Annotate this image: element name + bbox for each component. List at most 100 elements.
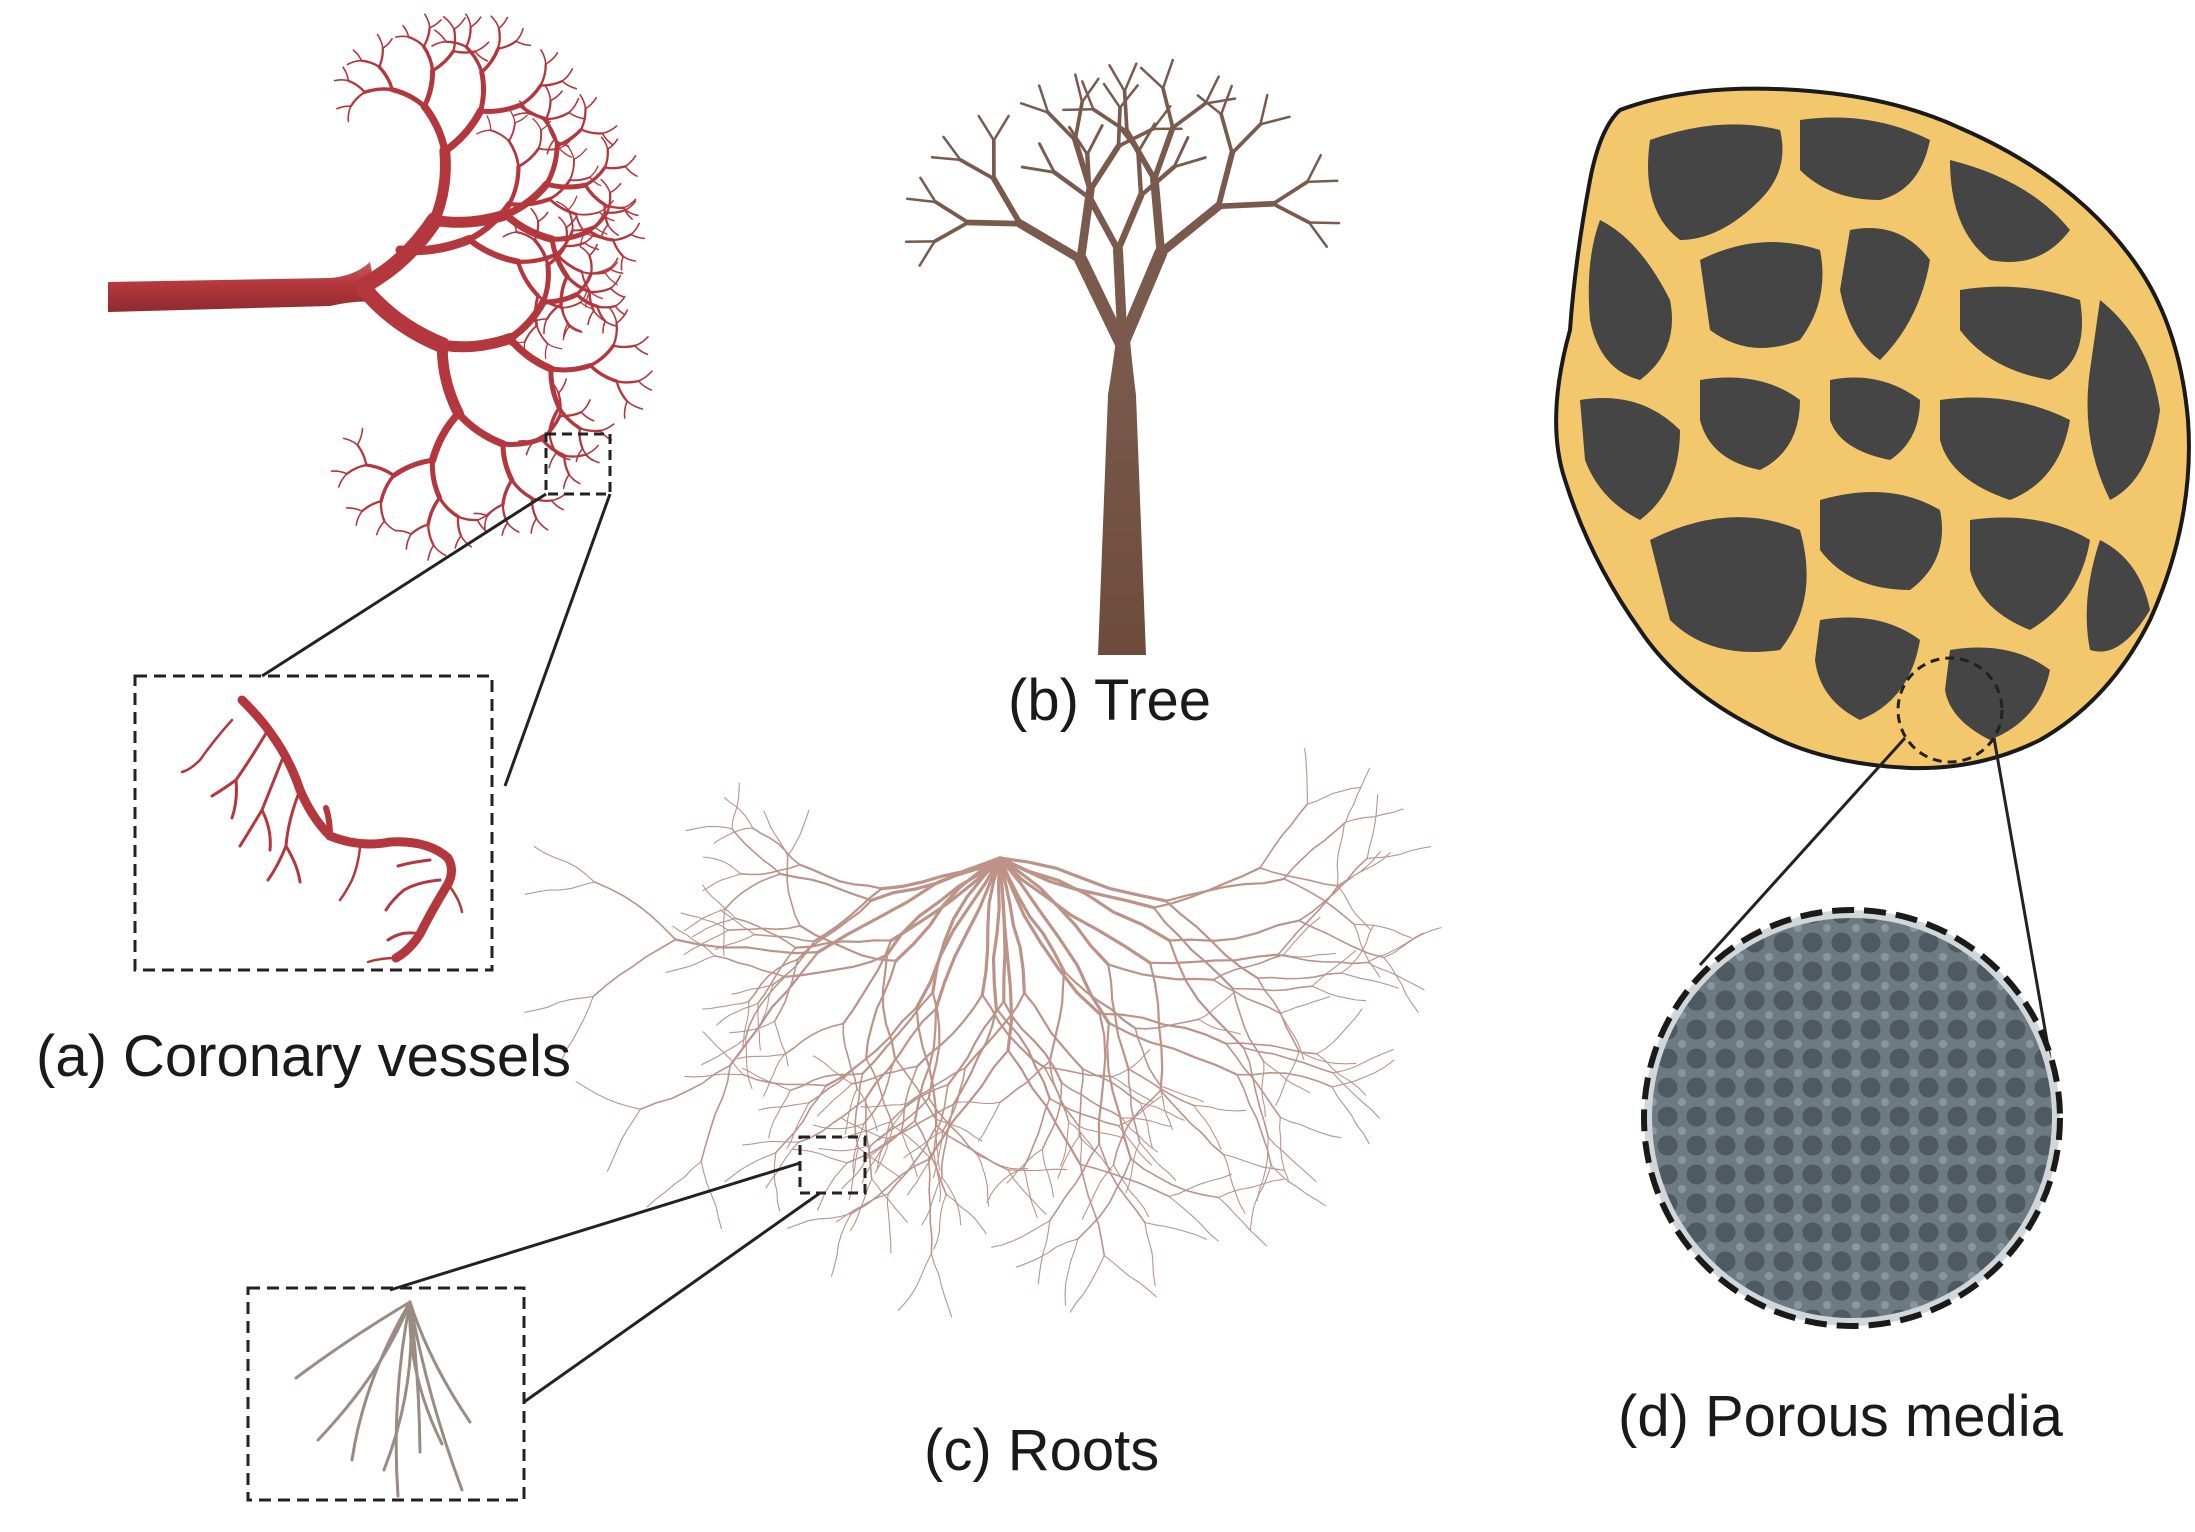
vessel-branch: [609, 307, 618, 324]
vessel-branch: [345, 463, 368, 475]
root-strand: [701, 1037, 747, 1066]
vessel-branch: [614, 305, 626, 316]
root-strand: [737, 1053, 786, 1060]
vessel-branch: [523, 324, 538, 344]
vessel-branch: [389, 87, 427, 109]
root-strand: [765, 1141, 800, 1189]
vessel-branch: [530, 497, 538, 520]
root-strand: [927, 1049, 1010, 1161]
root-strand: [940, 1103, 955, 1179]
root-strand: [1048, 1097, 1120, 1127]
root-strand: [1007, 1169, 1047, 1215]
vessel-branch: [537, 147, 561, 151]
tree-branch: [1196, 94, 1223, 116]
root-strand: [998, 856, 1026, 995]
vessel-branch: [507, 121, 516, 142]
vessel-branch: [342, 437, 359, 446]
vessel-branch: [593, 225, 608, 235]
root-strand: [742, 1067, 791, 1091]
tree-branch: [905, 197, 937, 204]
vessel-branch: [506, 522, 520, 533]
vessel-branch: [363, 87, 394, 94]
porous-grain: [1950, 160, 2070, 262]
vessel-branch: [543, 318, 548, 335]
root-strand: [1041, 1081, 1063, 1150]
vessel-branch: [430, 49, 456, 73]
root-strand: [1144, 1221, 1156, 1287]
vessel-branch: [509, 341, 526, 346]
vessel-branch: [548, 363, 593, 373]
root-strand: [1243, 1047, 1270, 1138]
vessel-branch: [584, 444, 600, 456]
vessel-branch: [530, 497, 553, 502]
vessel-branch: [601, 132, 614, 146]
root-strand: [1168, 1173, 1232, 1198]
vessel-branch: [602, 320, 607, 334]
vessel-branch: [514, 114, 528, 124]
root-strand: [742, 1073, 828, 1087]
root-strand: [1256, 972, 1343, 980]
vessel-branch: [378, 47, 384, 68]
root-strand: [702, 1001, 750, 1010]
root-strand: [1336, 850, 1382, 887]
tree-branch: [1086, 194, 1122, 254]
tree-branch: [1046, 110, 1077, 142]
root-strand: [685, 825, 733, 832]
root-strand: [1139, 1102, 1185, 1121]
vessel-branch: [517, 147, 541, 168]
vessel-branch: [588, 287, 612, 294]
tree-branch: [1230, 122, 1263, 156]
vessel-branch: [584, 453, 600, 464]
vessel-branch: [489, 129, 510, 142]
tree-branch: [1219, 84, 1233, 116]
vessel-branch: [634, 344, 649, 356]
caption-roots: (c) Roots: [924, 1418, 1160, 1483]
vessel-branch: [583, 183, 607, 207]
root-strand: [1383, 927, 1442, 959]
root-strand: [1044, 1067, 1080, 1127]
root-strand: [1212, 953, 1285, 981]
root-strand: [1316, 1008, 1363, 1055]
vessel-branch: [454, 535, 462, 549]
root-strand: [934, 856, 1002, 1011]
main-vessel: [108, 262, 378, 312]
fine-root: [350, 1300, 412, 1462]
root-strand: [1193, 1104, 1247, 1112]
tree-branch: [1170, 101, 1208, 130]
vessel-branch: [609, 182, 622, 194]
root-strand: [524, 881, 595, 895]
vessel-branch: [562, 325, 570, 341]
root-strand: [1279, 1116, 1342, 1139]
vessel-branch: [478, 102, 523, 114]
root-strand: [812, 1123, 865, 1130]
roots-zoom-line-top: [389, 1161, 801, 1292]
root-strand: [740, 863, 801, 876]
vessel-branch: [568, 473, 581, 485]
tree-branch: [1114, 192, 1145, 254]
vessel-branch: [346, 59, 363, 66]
root-strand: [773, 1152, 781, 1212]
root-strand: [1232, 985, 1313, 992]
vessel-branch: [512, 112, 529, 117]
vessel-branch: [379, 500, 386, 523]
root-strand: [916, 993, 984, 1068]
tree-branch: [1020, 165, 1056, 174]
vessel-branch: [634, 336, 649, 347]
vessel-branch: [422, 26, 431, 48]
vessel-branch: [557, 406, 582, 430]
root-strand: [1078, 1125, 1082, 1175]
vessel-branch: [518, 100, 529, 114]
root-strand: [1107, 963, 1215, 981]
vessel-branch: [364, 463, 396, 478]
root-strand: [1332, 1048, 1394, 1074]
root-strand: [1236, 1073, 1272, 1167]
tree-branch: [933, 200, 970, 225]
root-strand: [1340, 924, 1375, 974]
vessel-branch: [429, 145, 451, 226]
vessel-branch: [612, 321, 618, 347]
root-strand: [887, 1124, 938, 1195]
tree-branch: [1085, 152, 1092, 201]
tree-branch: [1259, 93, 1269, 126]
root-strand: [797, 1098, 867, 1143]
vessel-branch: [337, 473, 348, 488]
